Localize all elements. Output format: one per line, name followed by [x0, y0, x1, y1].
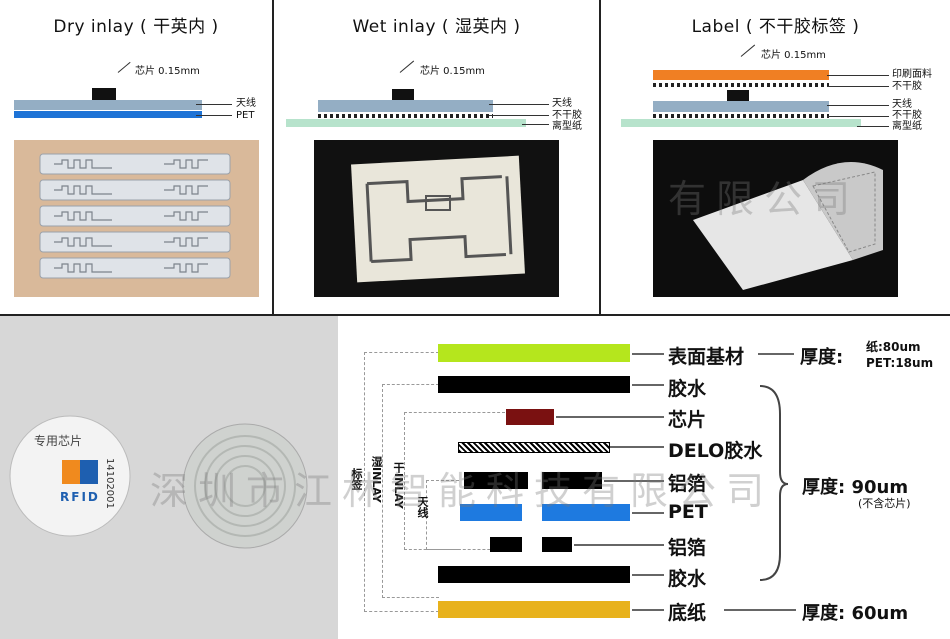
logo-text: RFID — [60, 490, 100, 504]
bracket-text: 天线 — [416, 496, 429, 518]
antenna-layer — [653, 101, 829, 112]
pet-layer — [14, 111, 202, 118]
thickness-top-value: PET:18um — [866, 356, 934, 370]
foil-bar2-left — [490, 537, 522, 552]
release-layer — [286, 119, 526, 127]
divider — [0, 314, 950, 316]
thickness-mid: 厚度: 90um — [802, 477, 909, 498]
layer-label: 离型纸 — [892, 121, 922, 132]
layer-label: 不干胶 — [892, 110, 922, 121]
bracket-text: 湿INLAY — [370, 456, 383, 503]
adhesive-layer — [318, 114, 493, 118]
layer-label: PET — [236, 110, 255, 121]
label-photo — [653, 140, 898, 297]
dry-inlay-strips — [39, 153, 231, 279]
bracket-text: 干INLAY — [392, 462, 405, 509]
backing-bar — [438, 601, 630, 618]
layer-name: 铝箔 — [668, 473, 707, 495]
layer-name: 底纸 — [668, 602, 707, 624]
layer-name: 表面基材 — [668, 346, 745, 368]
layer-name: DELO胶水 — [668, 440, 763, 462]
print-layer — [653, 70, 829, 80]
glue-bar2 — [438, 566, 630, 583]
thickness-brace — [759, 385, 788, 581]
delo-glue-bar — [458, 442, 610, 453]
release-layer — [621, 119, 861, 127]
thickness-top-value: 纸:80um — [866, 340, 921, 354]
pet-bar-left — [460, 504, 522, 521]
panel-title: Label ( 不干胶标签 ) — [691, 17, 860, 37]
layer-stack: 标签 湿INLAY 干INLAY 天线 表面基材 胶水 芯片 DELO胶水 铝箔… — [338, 316, 950, 639]
layer-label: 不干胶 — [892, 81, 922, 92]
thickness-bottom: 厚度: 60um — [802, 603, 909, 624]
tag-photo: 专用芯片 RFID 14102001 — [0, 316, 338, 639]
chip-bar — [506, 409, 554, 425]
chip — [392, 89, 414, 100]
chip-label: 芯片 0.15mm — [135, 66, 200, 77]
label-peel — [693, 162, 883, 290]
layer-label: 天线 — [552, 98, 572, 109]
pet-bar-right — [542, 504, 630, 521]
panel-title: Wet inlay ( 湿英内 ) — [352, 17, 521, 37]
layer-name: 芯片 — [668, 409, 707, 431]
serial-number: 14102001 — [104, 458, 115, 509]
chip — [727, 90, 749, 101]
antenna-layer — [318, 100, 493, 112]
bracket-text: 标签 — [350, 468, 363, 490]
tag-photo-svg — [9, 415, 308, 549]
foil-bar-left — [464, 472, 528, 489]
thickness-mid-note: (不含芯片) — [858, 497, 911, 510]
layer-name: 胶水 — [668, 378, 707, 400]
chip — [92, 88, 116, 100]
foil-bar2-right — [542, 537, 572, 552]
antenna-layer — [14, 100, 202, 110]
panel-wet-inlay: Wet inlay ( 湿英内 ) 芯片 0.15mm 天线 不干胶 离型纸 — [274, 0, 601, 314]
tag-text: 专用芯片 — [34, 434, 83, 448]
panel-dry-inlay: Dry inlay ( 干英内 ) 芯片 0.15mm 天线 PET — [0, 0, 274, 314]
wet-inlay-photo — [314, 140, 559, 297]
layer-label: 不干胶 — [552, 110, 582, 121]
layer-label: 天线 — [892, 99, 912, 110]
dry-inlay-photo — [14, 140, 259, 297]
panel-label: Label ( 不干胶标签 ) 芯片 0.15mm 印刷面料 不干胶 天线 不干… — [601, 0, 950, 314]
thickness-top-label: 厚度: — [800, 347, 844, 368]
surface-bar — [438, 344, 630, 362]
bracket-antenna — [426, 480, 459, 550]
chip-label: 芯片 0.15mm — [761, 50, 826, 61]
layer-label: 印刷面料 — [892, 69, 932, 80]
panel-title: Dry inlay ( 干英内 ) — [53, 17, 219, 37]
chip-label: 芯片 0.15mm — [420, 66, 485, 77]
layer-label: 天线 — [236, 98, 256, 109]
bracket-label — [364, 352, 439, 612]
wet-inlay-tag — [351, 155, 525, 283]
foil-bar-right — [542, 472, 602, 489]
layer-name: 铝箔 — [668, 537, 707, 559]
glue-bar — [438, 376, 630, 393]
adhesive-top — [653, 83, 829, 87]
chip-leader — [117, 61, 131, 73]
layer-name: PET — [668, 501, 708, 523]
layer-name: 胶水 — [668, 568, 707, 590]
adhesive-bottom — [653, 114, 829, 118]
bracket-wet — [382, 384, 439, 598]
layer-label: 离型纸 — [552, 121, 582, 132]
